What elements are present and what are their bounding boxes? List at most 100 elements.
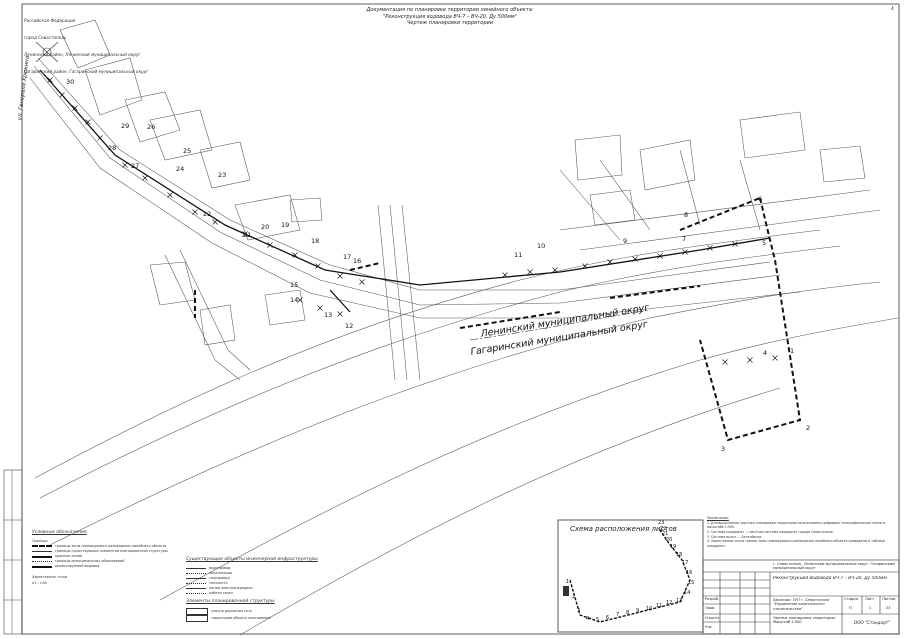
north-arrow-icon	[35, 41, 59, 63]
title-block-sheets: 23	[886, 606, 891, 610]
legend-title: Условные обозначения	[32, 530, 87, 535]
note-line: 2. Система координат — местная система к…	[707, 529, 834, 534]
sheet-scheme-number: 15	[688, 580, 694, 586]
point-marker: 9	[623, 237, 628, 245]
point-marker: 7	[682, 235, 687, 243]
sheet-scheme-number: 23	[658, 520, 664, 526]
point-marker: 6	[758, 195, 763, 203]
sheet-scheme-number: 9	[636, 608, 639, 614]
cross-mark	[292, 252, 298, 258]
sheet-scheme-number: 4	[586, 616, 589, 622]
legend-symbol	[186, 615, 208, 623]
sheet-scheme-number: 13	[676, 598, 682, 604]
sheet-scheme-number: 11	[656, 603, 662, 609]
location-header: Российская Федерация город Севастополь Л…	[24, 7, 148, 86]
point-marker: 13	[324, 311, 333, 319]
sheet-scheme-number: 2	[572, 594, 575, 600]
point-marker: 24	[176, 165, 185, 173]
sheet-scheme-number: 3	[577, 608, 580, 614]
legend-points-heading: Характерные точки	[32, 575, 68, 580]
point-marker: 28	[108, 144, 117, 152]
legend-structure-title: Элементы планировочной структуры	[186, 599, 275, 605]
sheet-scheme-number: 16	[686, 570, 692, 576]
cross-mark	[582, 263, 588, 269]
location-line: Ленинский район, Ленинский муниципальный…	[24, 52, 141, 58]
sheet-scheme-title: Схема расположения листов	[570, 525, 677, 533]
location-line: Гагаринский район, Гагаринский муниципал…	[24, 69, 149, 75]
cross-mark	[527, 269, 533, 275]
buildings	[59, 19, 866, 346]
cross-mark	[657, 253, 663, 259]
legend-item: границы зоны планируемого размещения лин…	[32, 544, 172, 549]
legend-symbol	[186, 572, 206, 574]
cross-mark	[632, 256, 638, 262]
cross-mark	[315, 263, 321, 269]
title-block-grid	[702, 559, 900, 635]
point-marker: 2	[806, 424, 811, 432]
point-marker: 21	[243, 231, 252, 239]
sheet-scheme-number: 21	[662, 531, 668, 537]
cross-mark	[59, 92, 65, 98]
legend-item: красные линии	[32, 554, 172, 559]
legend-symbol	[186, 583, 206, 585]
notes: Примечания: 1. Для выполнения чертежа пл…	[707, 516, 895, 548]
cross-mark	[359, 279, 365, 285]
cross-mark	[607, 259, 613, 265]
cross-mark	[722, 359, 728, 365]
title-block-stage-header: Стадия	[844, 597, 858, 601]
cross-mark	[212, 219, 218, 225]
cross-mark	[337, 273, 343, 279]
sheet-scheme-number: 6	[606, 615, 609, 621]
sheet-scheme-number: 1	[566, 579, 569, 585]
sheet-frame	[21, 3, 900, 635]
legend-item: проектируемый водовод	[32, 564, 172, 569]
cross-mark	[552, 267, 558, 273]
sheet-scheme-number: 19	[670, 544, 676, 550]
note-line: 4. Характерные точки границ зоны планиру…	[707, 539, 886, 548]
legend-points-example: н1 – н30	[32, 580, 47, 585]
title-block-role-approver: Утв.	[705, 625, 713, 629]
point-marker: 29	[121, 122, 130, 130]
cross-mark	[122, 162, 128, 168]
cross-mark	[337, 311, 343, 317]
sheet-scheme-number: 17	[682, 560, 688, 566]
legend-item: водопровод	[186, 566, 326, 571]
title-block-address: г. Севастополь, Ленинский муниципальный …	[773, 562, 895, 571]
title-block-project: Реконструкция водовода ВЧ-7 – ВЧ-20, Ду …	[773, 576, 887, 581]
sheet-scheme-route	[569, 529, 691, 623]
cross-mark	[682, 249, 688, 255]
legend-item: границы существующих элементов планирово…	[32, 549, 172, 554]
sheet-scheme-number: 22	[660, 526, 666, 532]
legend-symbol	[186, 578, 206, 580]
sheet-scheme-number: 18	[676, 552, 682, 558]
cross-mark	[142, 175, 148, 181]
legend-boundaries-heading: Границы	[32, 538, 48, 543]
legend-symbol	[186, 608, 208, 616]
title-block-sheet-header: Лист	[865, 597, 875, 601]
cross-mark	[242, 231, 248, 237]
point-marker: 8	[684, 211, 689, 219]
title-block-drawing-name: Чертеж планировки территории. Масштаб 1:…	[773, 616, 837, 625]
legend-symbol	[32, 561, 52, 563]
page-number: 4	[891, 7, 894, 12]
cross-mark	[747, 357, 753, 363]
note-line: 3. Система высот — Балтийская.	[707, 534, 763, 539]
title-line: "Реконструкция водовода ВЧ-7 – ВЧ-20, Ду…	[382, 13, 517, 20]
cross-mark	[317, 305, 323, 311]
point-marker: 14	[290, 296, 299, 304]
point-marker: 30	[66, 78, 75, 86]
sheet-scheme-number: 12	[666, 600, 672, 606]
document-title: Документация по планировке территории ли…	[300, 7, 600, 27]
point-marker: 5	[762, 239, 767, 247]
cross-mark	[85, 119, 91, 125]
cross-mark	[772, 355, 778, 361]
legend-infrastructure: Существующие объекты инженерной инфрастр…	[186, 557, 326, 623]
point-marker: 26	[147, 123, 156, 131]
title-line: Чертеж планировки территории	[406, 20, 494, 26]
title-block-company: ООО "Стандарт"	[853, 620, 891, 625]
cross-mark	[297, 297, 303, 303]
legend-symbol	[32, 565, 52, 568]
